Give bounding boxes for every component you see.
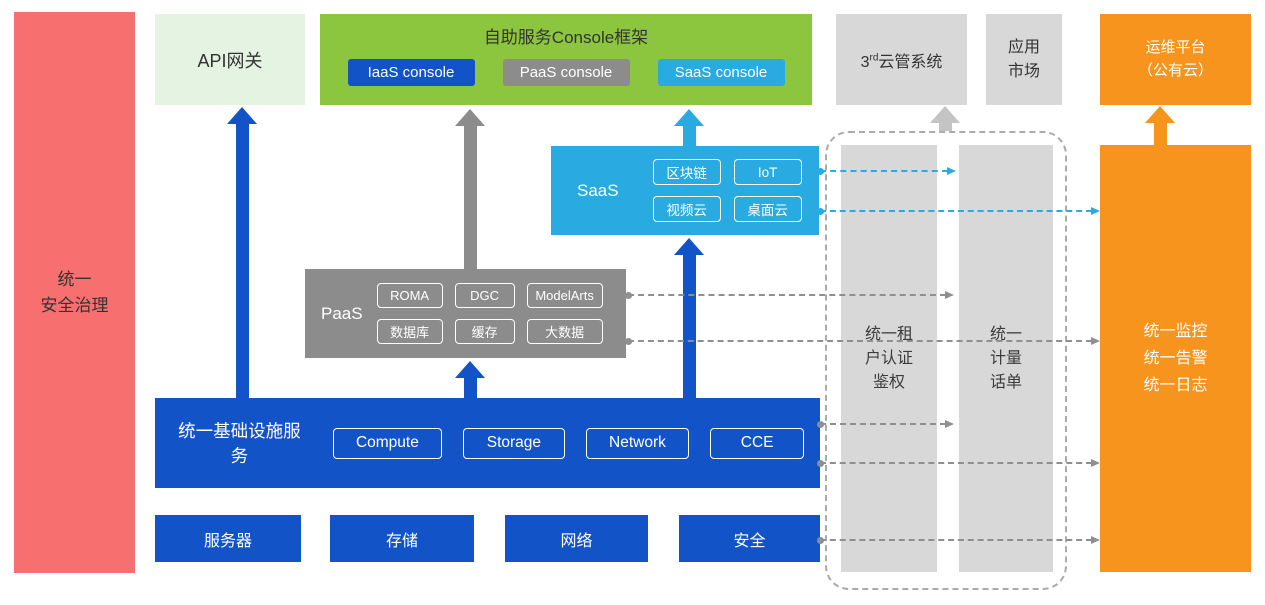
- arrow-paas-to-console: [455, 109, 485, 269]
- paas-label: PaaS: [321, 303, 363, 323]
- connector-saas-to-monitoring: [817, 206, 1100, 215]
- cloud-mgmt-prefix: 3: [860, 53, 870, 71]
- connector-paas-to-monitoring: [625, 336, 1100, 345]
- arrow-iaas-to-saas: [674, 238, 704, 398]
- monitoring-label: 统一监控 统一告警 统一日志: [1143, 322, 1208, 395]
- iaas-item-storage: Storage: [463, 427, 565, 459]
- metering-billing-label: 统一 计量 话单: [989, 325, 1022, 391]
- iaas-item-compute: Compute: [332, 427, 443, 459]
- console-framework-title: 自助服务Console框架: [483, 28, 649, 47]
- api-gateway-box: API网关: [155, 14, 305, 105]
- saas-console-button: SaaS console: [657, 59, 785, 86]
- hardware-network-label: 网络: [560, 532, 593, 550]
- paas-console-button: PaaS console: [502, 59, 630, 86]
- arrow-iaas-to-api-gateway: [227, 107, 257, 398]
- hardware-security-label: 安全: [733, 532, 766, 550]
- hardware-box-storage: 存储: [330, 515, 474, 562]
- arrow-iaas-to-paas: [455, 361, 485, 398]
- saas-box: SaaS 区块链 IoT 视频云 桌面云: [551, 146, 819, 235]
- paas-item-database: 数据库: [376, 319, 443, 344]
- iaas-item-cce: CCE: [710, 427, 805, 459]
- arrow-frame-to-cloud-mgmt: [930, 106, 960, 131]
- connector-iaas-to-monitoring: [817, 458, 1100, 467]
- security-governance-bar: 统一 安全治理: [14, 12, 135, 573]
- paas-item-roma: ROMA: [376, 283, 443, 308]
- third-party-cloud-mgmt-label: 3rd云管系统: [861, 48, 943, 72]
- console-framework-box: 自助服务Console框架 IaaS console PaaS console …: [320, 14, 812, 105]
- third-party-cloud-mgmt-box: 3rd云管系统: [836, 14, 967, 105]
- hardware-box-network: 网络: [505, 515, 648, 562]
- arrow-saas-to-console: [674, 109, 704, 146]
- saas-item-video-cloud: 视频云: [652, 196, 721, 222]
- ops-platform-box: 运维平台 （公有云）: [1100, 14, 1251, 105]
- connector-paas-to-billing: [625, 290, 954, 299]
- connector-saas-to-billing: [817, 166, 956, 175]
- hardware-storage-label: 存储: [385, 532, 418, 550]
- paas-item-dgc: DGC: [454, 283, 515, 308]
- connector-security-hw-to-monitoring: [817, 535, 1100, 544]
- console-button-row: IaaS console PaaS console SaaS console: [347, 59, 785, 86]
- iaas-item-network: Network: [585, 427, 690, 459]
- saas-items-grid: 区块链 IoT 视频云 桌面云: [652, 159, 802, 222]
- paas-item-bigdata: 大数据: [526, 319, 603, 344]
- shared-services-dashed-frame: [825, 131, 1067, 590]
- tenant-auth-label: 统一租 户认证 鉴权: [864, 325, 913, 391]
- hardware-box-security: 安全: [679, 515, 820, 562]
- api-gateway-label: API网关: [197, 50, 263, 71]
- iaas-box: 统一基础设施服务 Compute Storage Network CCE: [155, 398, 820, 488]
- saas-item-blockchain: 区块链: [652, 159, 721, 185]
- arrow-monitoring-to-ops-platform: [1145, 106, 1175, 145]
- iaas-console-button: IaaS console: [347, 59, 475, 86]
- saas-label: SaaS: [577, 180, 619, 200]
- hardware-box-server: 服务器: [155, 515, 301, 562]
- iaas-label: 统一基础设施服务: [178, 421, 301, 466]
- security-governance-label: 统一 安全治理: [40, 270, 109, 315]
- paas-item-modelarts: ModelArts: [526, 283, 603, 308]
- hardware-server-label: 服务器: [203, 532, 252, 550]
- saas-item-desktop-cloud: 桌面云: [733, 196, 802, 222]
- monitoring-bar: 统一监控 统一告警 统一日志: [1100, 145, 1251, 572]
- ops-platform-label: 运维平台 （公有云）: [1137, 39, 1213, 79]
- saas-item-iot: IoT: [733, 159, 802, 185]
- paas-box: PaaS ROMA DGC ModelArts 数据库 缓存 大数据: [305, 269, 626, 358]
- connector-iaas-to-billing: [817, 419, 954, 428]
- cloud-mgmt-superscript: rd: [869, 52, 879, 64]
- tenant-auth-bar: 统一租 户认证 鉴权: [841, 145, 937, 572]
- paas-items-grid: ROMA DGC ModelArts 数据库 缓存 大数据: [376, 283, 603, 344]
- app-market-label: 应用 市场: [1007, 38, 1040, 80]
- paas-item-cache: 缓存: [454, 319, 515, 344]
- cloud-mgmt-suffix: 云管系统: [878, 53, 943, 71]
- metering-billing-bar: 统一 计量 话单: [959, 145, 1053, 572]
- app-market-box: 应用 市场: [986, 14, 1062, 105]
